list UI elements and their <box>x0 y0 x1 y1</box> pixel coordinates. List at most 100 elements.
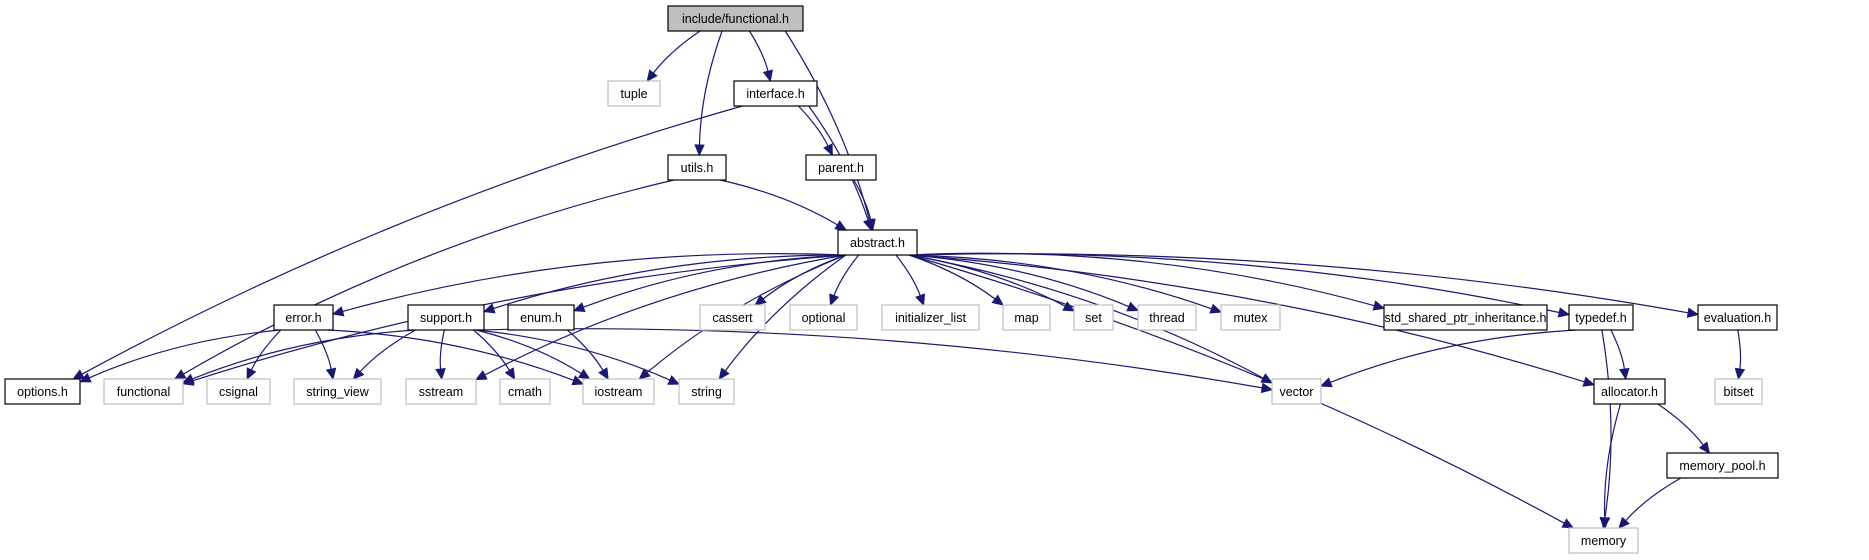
node-bitset: bitset <box>1714 378 1763 405</box>
node-box <box>582 378 655 405</box>
edge-error-h-to-string-view <box>314 329 332 370</box>
node-box <box>1002 304 1051 331</box>
arrowhead-icon <box>504 367 516 381</box>
edge-abstract-h-to-sstream <box>484 254 846 376</box>
edge-allocator-h-to-memory <box>1603 403 1621 519</box>
node-box <box>1593 378 1666 405</box>
node-memory: memory <box>1568 527 1639 554</box>
arrowhead-icon <box>754 294 767 306</box>
node-interface-h[interactable]: interface.h <box>733 80 818 107</box>
edge-typedef-h-to-memory <box>1601 329 1612 519</box>
arrowhead-icon <box>1561 518 1575 529</box>
node-label: std_shared_ptr_inheritance.h <box>1385 311 1547 325</box>
node-std-shared-ptr-inheritance-h[interactable]: std_shared_ptr_inheritance.h <box>1383 304 1548 331</box>
arrowhead-icon <box>638 368 651 380</box>
arrowhead-icon <box>571 375 585 386</box>
node-box <box>667 5 804 32</box>
node-functional-h[interactable]: include/functional.h <box>667 5 804 32</box>
edge-interface-h-to-options-h <box>81 105 743 375</box>
node-label: tuple <box>620 87 647 101</box>
node-memory-pool-h[interactable]: memory_pool.h <box>1666 452 1779 479</box>
edge-utils-h-to-abstract-h <box>720 179 838 226</box>
node-label: cassert <box>712 311 753 325</box>
node-set: set <box>1073 304 1114 331</box>
edge-support-h-to-functional <box>192 329 416 380</box>
edge-error-h-to-iostream <box>327 329 574 381</box>
node-label: error.h <box>285 311 321 325</box>
arrowhead-icon <box>991 294 1004 306</box>
arrowhead-icon <box>823 143 833 157</box>
node-box <box>206 378 271 405</box>
arrowhead-icon <box>1557 307 1571 318</box>
arrowhead-icon <box>181 373 195 384</box>
node-functional: functional <box>103 378 184 405</box>
node-box <box>699 304 766 331</box>
node-iostream: iostream <box>582 378 655 405</box>
node-label: string_view <box>306 385 369 399</box>
node-box <box>1568 304 1634 331</box>
node-box <box>405 378 477 405</box>
node-label: cmath <box>508 385 542 399</box>
arrowhead-icon <box>1260 382 1274 394</box>
node-options-h[interactable]: options.h <box>4 378 81 405</box>
node-typedef-h[interactable]: typedef.h <box>1568 304 1634 331</box>
edge-abstract-h-to-string <box>724 254 847 372</box>
node-box <box>1073 304 1114 331</box>
node-label: thread <box>1149 311 1184 325</box>
arrowhead-icon <box>1734 367 1746 381</box>
arrowhead-icon <box>1209 303 1223 314</box>
node-string-view: string_view <box>293 378 382 405</box>
node-abstract-h[interactable]: abstract.h <box>837 229 918 256</box>
node-box <box>103 378 184 405</box>
arrowhead-icon <box>78 372 92 383</box>
node-label: mutex <box>1233 311 1268 325</box>
node-label: string <box>691 385 722 399</box>
node-label: map <box>1014 311 1038 325</box>
node-error-h[interactable]: error.h <box>273 304 334 331</box>
node-label: enum.h <box>520 311 562 325</box>
arrowhead-icon <box>1619 367 1630 381</box>
node-csignal: csignal <box>206 378 271 405</box>
node-box <box>407 304 485 331</box>
node-tuple: tuple <box>607 80 661 107</box>
arrowhead-icon <box>572 302 586 312</box>
arrowhead-icon <box>694 144 705 157</box>
arrowhead-icon <box>1126 301 1140 312</box>
node-box <box>1271 378 1322 405</box>
node-label: utils.h <box>681 161 714 175</box>
edge-support-h-to-string-view <box>359 329 416 373</box>
edge-error-h-to-options-h <box>88 329 280 379</box>
node-label: sstream <box>419 385 463 399</box>
edge-enum-h-to-iostream <box>567 329 604 371</box>
arrowhead-icon <box>915 293 926 307</box>
arrowhead-icon <box>246 367 257 381</box>
node-allocator-h[interactable]: allocator.h <box>1593 378 1666 405</box>
node-sstream: sstream <box>405 378 477 405</box>
node-box <box>293 378 382 405</box>
node-utils-h[interactable]: utils.h <box>667 154 727 181</box>
node-box <box>273 304 334 331</box>
node-box <box>607 80 661 107</box>
node-evaluation-h[interactable]: evaluation.h <box>1697 304 1778 331</box>
node-label: typedef.h <box>1575 311 1626 325</box>
arrowhead-icon <box>1372 300 1386 311</box>
node-parent-h[interactable]: parent.h <box>805 154 877 181</box>
edge-parent-h-to-abstract-h <box>853 179 872 221</box>
node-string: string <box>678 378 735 405</box>
node-label: csignal <box>219 385 258 399</box>
nodes-layer: include/functional.h tuple interface.h util… <box>4 5 1779 554</box>
node-box <box>1137 304 1197 331</box>
arrowhead-icon <box>667 375 681 385</box>
node-box <box>733 80 818 107</box>
edge-abstract-h-to-optional <box>833 254 860 296</box>
node-box <box>1220 304 1281 331</box>
node-label: memory <box>1581 534 1627 548</box>
node-label: iostream <box>595 385 643 399</box>
node-label: functional <box>117 385 171 399</box>
arrowhead-icon <box>1062 301 1076 312</box>
node-support-h[interactable]: support.h <box>407 304 485 331</box>
node-label: interface.h <box>746 87 804 101</box>
edge-abstract-h-to-support-h <box>493 254 846 310</box>
node-enum-h[interactable]: enum.h <box>507 304 575 331</box>
